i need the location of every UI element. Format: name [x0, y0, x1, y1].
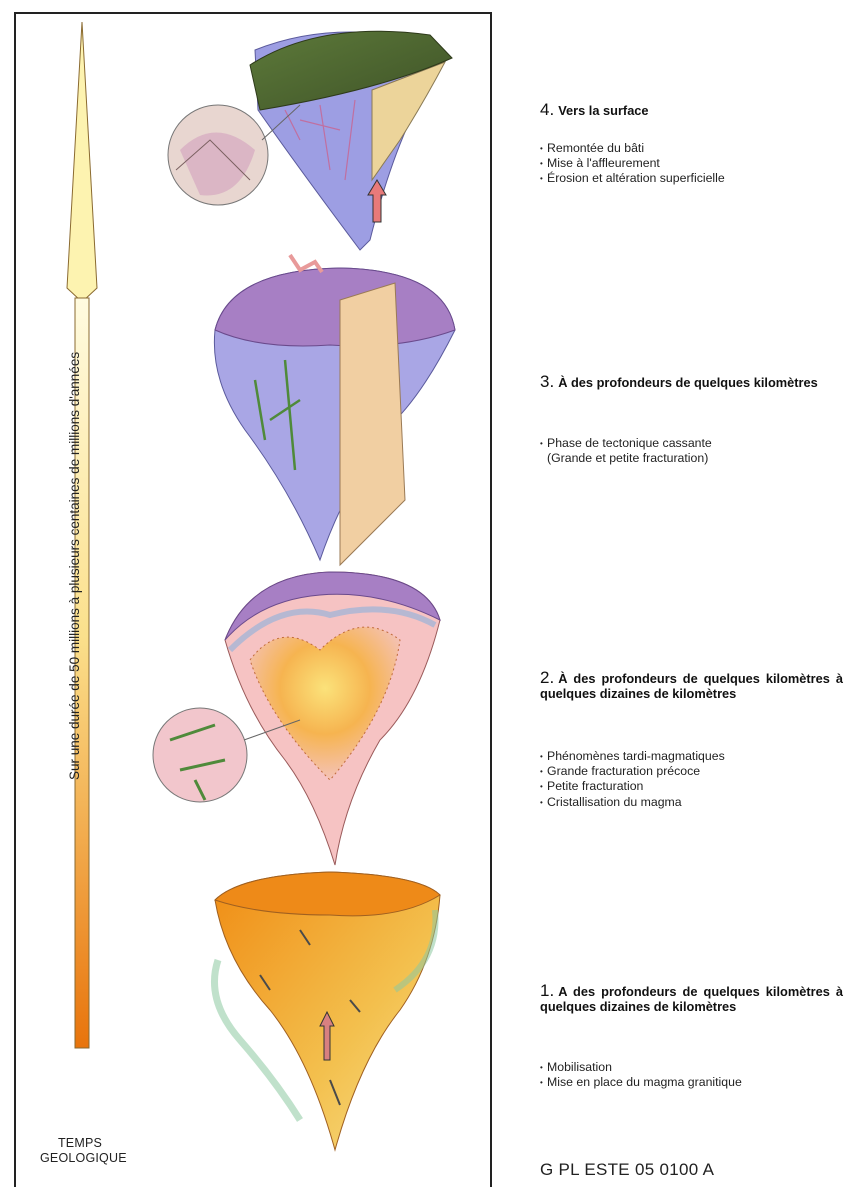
- duration-label: Sur une durée de 50 millions à plusieurs…: [64, 180, 86, 780]
- step-1-heading: A des profondeurs de quelques kilomètres…: [540, 984, 843, 1014]
- list-item: Phase de tectonique cassante: [540, 436, 840, 451]
- reference-code: G PL ESTE 05 0100 A: [540, 1160, 714, 1180]
- list-item: Mobilisation: [540, 1060, 840, 1075]
- step-2-heading: À des profondeurs de quelques kilomètres…: [540, 671, 843, 701]
- step-2-illustration: [153, 572, 440, 865]
- step-3-bullets: Phase de tectonique cassante (Grande et …: [540, 436, 840, 466]
- step-3-illustration: [214, 255, 455, 565]
- time-label-line1: TEMPS: [40, 1136, 120, 1151]
- list-item: Grande fracturation précoce: [540, 764, 840, 779]
- step-1-illustration: [214, 872, 440, 1150]
- list-item: Petite fracturation: [540, 779, 840, 794]
- list-item: (Grande et petite fracturation): [540, 451, 840, 466]
- step-1-title: 1.A des profondeurs de quelques kilomètr…: [540, 983, 843, 1014]
- step-1-number: 1.: [540, 981, 554, 1000]
- step-3-heading: À des profondeurs de quelques kilomètres: [558, 375, 818, 390]
- time-label-line2: GEOLOGIQUE: [40, 1151, 120, 1166]
- step-4-title: 4. Vers la surface: [540, 102, 843, 118]
- list-item: Cristallisation du magma: [540, 795, 840, 810]
- list-item: Phénomènes tardi-magmatiques: [540, 749, 840, 764]
- step-2-title: 2.À des profondeurs de quelques kilomètr…: [540, 670, 843, 701]
- step-4-illustration: [168, 31, 452, 250]
- step-4-heading: Vers la surface: [558, 103, 648, 118]
- step-2-number: 2.: [540, 668, 554, 687]
- step-3-title: 3. À des profondeurs de quelques kilomètr…: [540, 374, 843, 390]
- step-4-number: 4.: [540, 100, 554, 119]
- list-item: Mise à l'affleurement: [540, 156, 840, 171]
- list-item: Mise en place du magma granitique: [540, 1075, 840, 1090]
- step-4-bullets: Remontée du bâti Mise à l'affleurement É…: [540, 141, 840, 187]
- step-3-number: 3.: [540, 372, 554, 391]
- list-item: Remontée du bâti: [540, 141, 840, 156]
- list-item: Érosion et altération superficielle: [540, 171, 840, 186]
- step-1-bullets: Mobilisation Mise en place du magma gran…: [540, 1060, 840, 1090]
- step-2-bullets: Phénomènes tardi-magmatiques Grande frac…: [540, 749, 840, 810]
